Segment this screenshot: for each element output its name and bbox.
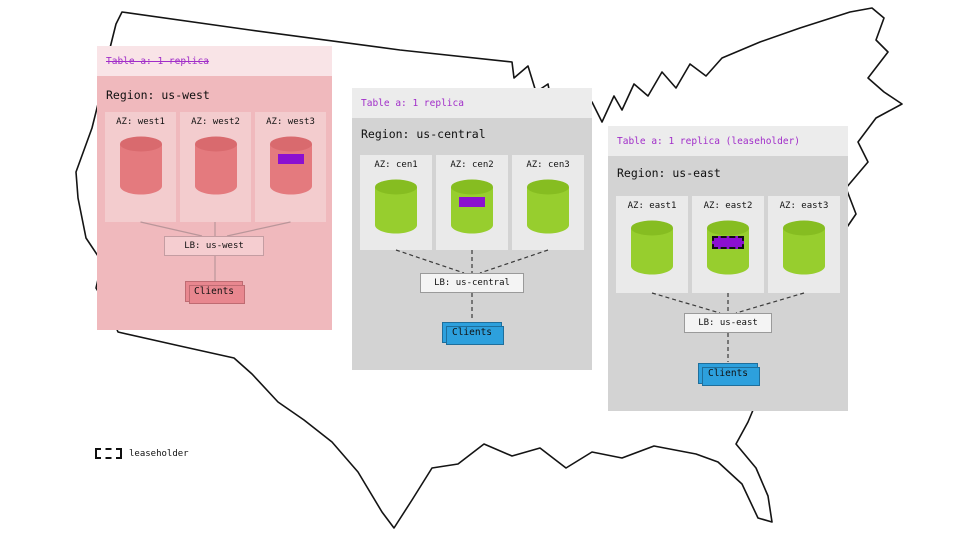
replica-cylinder-cen3 <box>525 178 571 238</box>
az-row-us-east: AZ: east1 AZ: east2 AZ: east3 <box>616 196 840 293</box>
region-title-us-east: Region: us-east <box>617 166 721 180</box>
lb-box-us-west: LB: us-west <box>164 236 264 256</box>
region-card-us-west: Table a: 1 replica Region: us-west AZ: w… <box>97 46 332 330</box>
leaseholder-marker-east2 <box>712 236 744 249</box>
region-title-us-west: Region: us-west <box>106 88 210 102</box>
az-box-cen3: AZ: cen3 <box>512 155 584 250</box>
az-box-cen2: AZ: cen2 <box>436 155 508 250</box>
az-box-west2: AZ: west2 <box>180 112 251 222</box>
replica-cylinder-east1 <box>629 219 675 279</box>
clients-box-us-east: Clients <box>698 363 760 386</box>
replica-marker-cen2 <box>459 197 485 207</box>
az-label-east1: AZ: east1 <box>627 201 677 211</box>
region-body-us-central: Region: us-central AZ: cen1 AZ: cen2 <box>352 118 592 370</box>
lb-box-us-central: LB: us-central <box>420 273 524 293</box>
leaseholder-swatch-icon <box>95 448 122 459</box>
az-row-us-central: AZ: cen1 AZ: cen2 AZ: cen3 <box>360 155 584 250</box>
az-box-east1: AZ: east1 <box>616 196 688 293</box>
az-box-east2: AZ: east2 <box>692 196 764 293</box>
lb-box-us-east: LB: us-east <box>684 313 772 333</box>
region-body-us-east: Region: us-east AZ: east1 AZ: east2 <box>608 156 848 411</box>
az-label-west3: AZ: west3 <box>266 117 315 127</box>
legend: leaseholder <box>95 448 189 459</box>
az-label-east2: AZ: east2 <box>703 201 753 211</box>
az-box-east3: AZ: east3 <box>768 196 840 293</box>
clients-box-us-central: Clients <box>442 322 504 345</box>
az-box-west1: AZ: west1 <box>105 112 176 222</box>
az-label-east3: AZ: east3 <box>779 201 829 211</box>
replica-cylinder-west3 <box>268 135 314 199</box>
region-card-us-east: Table a: 1 replica (leaseholder) Region:… <box>608 126 848 411</box>
replica-cylinder-east3 <box>781 219 827 279</box>
replica-marker-west3 <box>277 154 304 164</box>
az-label-cen2: AZ: cen2 <box>450 160 494 170</box>
table-replica-label-us-central: Table a: 1 replica <box>361 97 464 109</box>
replica-cylinder-west1 <box>118 135 164 199</box>
table-replica-label-us-west: Table a: 1 replica <box>106 55 209 67</box>
region-body-us-west: Region: us-west AZ: west1 AZ: west2 AZ: … <box>97 76 332 330</box>
az-label-cen1: AZ: cen1 <box>374 160 418 170</box>
replica-cylinder-cen2 <box>449 178 495 238</box>
replica-cylinder-west2 <box>193 135 239 199</box>
az-label-west1: AZ: west1 <box>116 117 165 127</box>
az-label-west2: AZ: west2 <box>191 117 240 127</box>
az-box-cen1: AZ: cen1 <box>360 155 432 250</box>
table-header-us-central: Table a: 1 replica <box>352 88 592 118</box>
region-title-us-central: Region: us-central <box>361 127 486 141</box>
replica-cylinder-cen1 <box>373 178 419 238</box>
legend-label: leaseholder <box>129 448 189 459</box>
az-row-us-west: AZ: west1 AZ: west2 AZ: west3 <box>105 112 326 222</box>
az-label-cen3: AZ: cen3 <box>526 160 570 170</box>
replica-cylinder-east2 <box>705 219 751 279</box>
region-card-us-central: Table a: 1 replica Region: us-central AZ… <box>352 88 592 370</box>
table-header-us-east: Table a: 1 replica (leaseholder) <box>608 126 848 156</box>
table-header-us-west: Table a: 1 replica <box>97 46 332 76</box>
table-replica-label-us-east: Table a: 1 replica (leaseholder) <box>617 135 801 147</box>
clients-box-us-west: Clients <box>185 281 245 304</box>
az-box-west3: AZ: west3 <box>255 112 326 222</box>
